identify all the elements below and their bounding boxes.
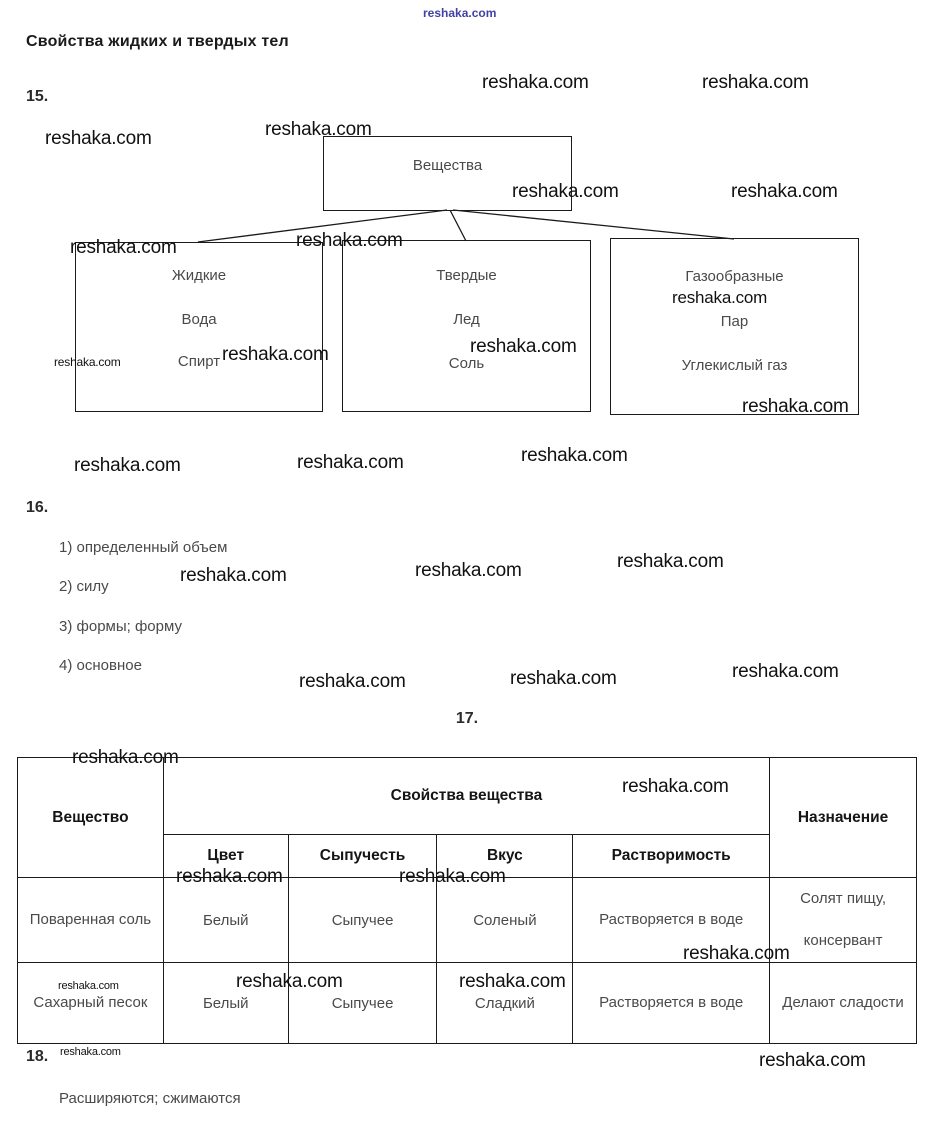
question-number-15: 15.: [26, 88, 49, 105]
table-row: Поваренная соль Белый Сыпучее Соленый Ра…: [17, 877, 917, 963]
diagram-node-liquids-item-0: Вода: [181, 311, 217, 328]
table-header-taste: Вкус: [436, 834, 574, 878]
cell-color: Белый: [162, 877, 289, 963]
cell-usage: Делают сладости: [769, 962, 917, 1044]
q16-answer-4: 4) основное: [59, 657, 142, 674]
diagram-node-gases-label: Газообразные: [685, 268, 784, 285]
q16-answer-2: 2) силу: [59, 578, 109, 595]
cell-usage: Солят пищу, консервант: [769, 877, 917, 963]
table-header-row-top: Вещество Свойства вещества Назначение: [17, 757, 917, 878]
cell-friability: Сыпучее: [287, 877, 438, 963]
table-header-substance: Вещество: [17, 757, 164, 878]
cell-taste: Соленый: [436, 877, 574, 963]
diagram-node-gases: Газообразные Пар Углекислый газ: [610, 238, 859, 415]
diagram-node-liquids: Жидкие Вода Спирт: [75, 242, 323, 412]
diagram-node-gases-item-0: Пар: [720, 313, 749, 330]
table-header-color: Цвет: [162, 834, 289, 878]
table-header-friability: Сыпучесть: [287, 834, 438, 878]
question-number-18: 18.: [26, 1048, 49, 1065]
q16-answer-3: 3) формы; форму: [59, 618, 182, 635]
cell-taste: Сладкий: [436, 962, 574, 1044]
table-header-properties-group: Свойства вещества: [162, 757, 771, 835]
question-number-16: 16.: [26, 499, 49, 516]
diagram-node-liquids-label: Жидкие: [171, 267, 227, 284]
diagram-node-solids: Твердые Лед Соль: [342, 240, 591, 412]
table-header-solubility: Растворимость: [572, 834, 771, 878]
diagram-node-solids-label: Твердые: [436, 267, 497, 284]
cell-substance: Сахарный песок: [17, 962, 164, 1044]
table-header-usage: Назначение: [769, 757, 917, 878]
question-number-17: 17.: [455, 710, 479, 727]
page-title: Свойства жидких и твердых тел: [26, 33, 289, 50]
cell-solubility: Растворяется в воде: [572, 877, 771, 963]
cell-color: Белый: [162, 962, 289, 1044]
diagram-node-root-label: Вещества: [412, 157, 483, 174]
diagram-node-liquids-item-1: Спирт: [177, 353, 221, 370]
q18-answer: Расширяются; сжимаются: [59, 1090, 241, 1107]
diagram-node-solids-item-0: Лед: [453, 311, 480, 328]
table-header-row-sub: Цвет Сыпучесть Вкус Растворимость: [18, 834, 917, 878]
table-row: Сахарный песок Белый Сыпучее Сладкий Рас…: [17, 962, 917, 1044]
cell-substance: Поваренная соль: [17, 877, 164, 963]
q16-answer-1: 1) определенный объем: [59, 539, 228, 556]
cell-solubility: Растворяется в воде: [572, 962, 771, 1044]
diagram-node-gases-item-1: Углекислый газ: [681, 357, 788, 374]
properties-table: Вещество Свойства вещества Назначение Цв…: [17, 757, 917, 1044]
diagram-node-root: Вещества: [323, 136, 572, 211]
cell-friability: Сыпучее: [287, 962, 438, 1044]
diagram-node-solids-item-1: Соль: [448, 355, 485, 372]
